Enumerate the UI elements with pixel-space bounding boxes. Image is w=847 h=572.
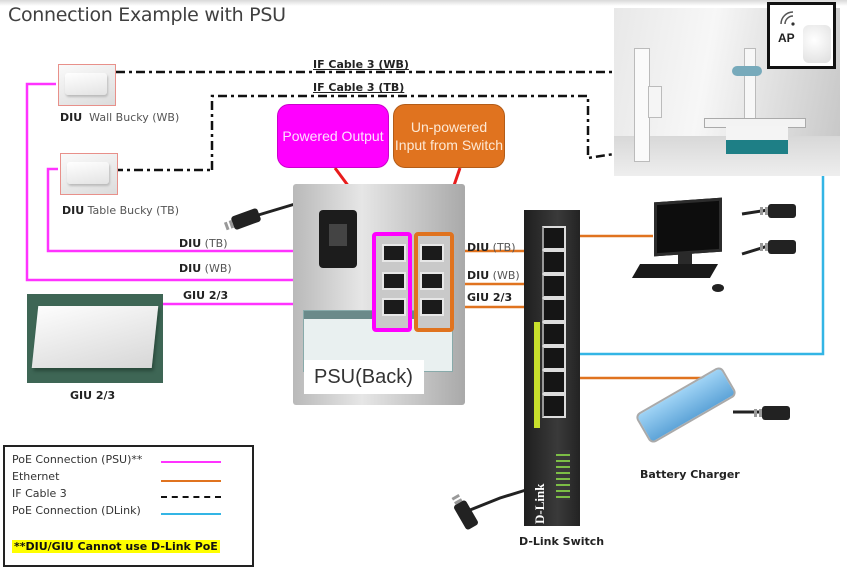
switch-port-2 (542, 250, 566, 274)
switch-port-1 (542, 226, 566, 250)
computer-plug-icon-1 (760, 204, 796, 218)
switch-port-4 (542, 298, 566, 322)
switch-label: D-Link Switch (519, 535, 605, 548)
xray-room-image (614, 8, 840, 176)
psu-left-label-1: DIU (TB) (179, 237, 228, 250)
psu-input-port-1 (420, 244, 444, 262)
switch-status-leds (556, 450, 570, 500)
mouse (712, 284, 724, 292)
psu-power-cord (254, 202, 296, 218)
access-point-device (803, 25, 831, 63)
psu-unpowered-input-ports (414, 232, 454, 332)
legend-swatch-poe-psu (161, 461, 221, 463)
switch-port-6 (542, 346, 566, 370)
powered-output-callout: Powered Output (277, 104, 389, 168)
diu-wb-name: Wall Bucky (WB) (89, 111, 180, 124)
if-cable-tb-label: IF Cable 3 (TB) (313, 81, 405, 94)
poe-wire-diu-tb (46, 167, 385, 253)
unpowered-input-callout: Un-powered Input from Switch (393, 104, 505, 168)
tube-column (744, 48, 756, 120)
switch-brand-logo: D-Link (532, 483, 547, 524)
psu-output-port-2 (382, 272, 406, 290)
legend-item-if-cable: IF Cable 3 (12, 487, 67, 500)
psu-left-label-3: GIU 2/3 (183, 289, 229, 302)
psu-input-port-2 (420, 272, 444, 290)
charger-plug-icon (754, 406, 790, 420)
xray-table-base (726, 126, 788, 154)
diu-tb-label: DIU Table Bucky (TB) (62, 204, 179, 217)
diu-table-bucky-device (60, 153, 118, 195)
psu-right-label-3: GIU 2/3 (467, 291, 513, 304)
psu-input-port-3 (420, 298, 444, 316)
psu-label: PSU(Back) (304, 360, 424, 394)
monitor-stand (678, 252, 692, 266)
computer-power-cord-1 (741, 208, 769, 216)
psu-right-label-2: DIU (WB) (467, 269, 520, 282)
giu-label: GIU 2/3 (70, 389, 116, 402)
giu-device (27, 294, 163, 383)
wifi-icon (780, 11, 795, 26)
legend-swatch-ethernet (161, 480, 221, 482)
battery-charger-label: Battery Charger (640, 468, 740, 481)
legend: PoE Connection (PSU)** Ethernet IF Cable… (3, 445, 254, 567)
wall-bucky-detector (648, 86, 662, 118)
diu-wb-label: DIU Wall Bucky (WB) (60, 111, 179, 124)
psu-right-label-1: DIU (TB) (467, 241, 516, 254)
poe-wire-diu-wb (25, 82, 385, 282)
psu-powered-output-ports (372, 232, 412, 332)
xray-tube (732, 66, 762, 76)
ap-label: AP (778, 31, 795, 45)
access-point-box: AP (767, 2, 836, 69)
diu-tb-prefix: DIU (62, 204, 85, 217)
legend-item-poe-dlink: PoE Connection (DLink) (12, 504, 141, 517)
legend-swatch-poe-dlink (161, 513, 221, 515)
diu-wall-bucky-device (58, 64, 116, 106)
psu-output-port-3 (382, 298, 406, 316)
legend-swatch-if-cable (161, 496, 221, 498)
psu-output-port-1 (382, 244, 406, 262)
page-title: Connection Example with PSU (8, 4, 286, 26)
diu-wb-prefix: DIU (60, 111, 83, 124)
switch-port-7 (542, 370, 566, 394)
top-shadow-bar (0, 0, 847, 6)
computer-power-cord-2 (741, 244, 769, 256)
switch-port-8 (542, 394, 566, 418)
diu-tb-name: Table Bucky (TB) (87, 204, 179, 217)
switch-port-5 (542, 322, 566, 346)
dlink-switch-device: D-Link (524, 210, 580, 526)
switch-power-cord (469, 488, 527, 512)
if-cable-wb-label: IF Cable 3 (WB) (313, 58, 409, 71)
keyboard (631, 264, 719, 278)
switch-poe-strip (534, 322, 540, 428)
workstation-computer (631, 197, 742, 300)
battery-charger-device (632, 365, 742, 448)
legend-item-poe-psu: PoE Connection (PSU)** (12, 453, 143, 466)
psu-power-inlet (319, 210, 357, 268)
psu-left-label-2: DIU (WB) (179, 262, 232, 275)
computer-plug-icon-2 (760, 240, 796, 254)
switch-port-3 (542, 274, 566, 298)
monitor (654, 197, 722, 257)
legend-note: **DIU/GIU Cannot use D-Link PoE (12, 540, 220, 553)
legend-item-ethernet: Ethernet (12, 470, 60, 483)
charger-body (634, 365, 738, 445)
